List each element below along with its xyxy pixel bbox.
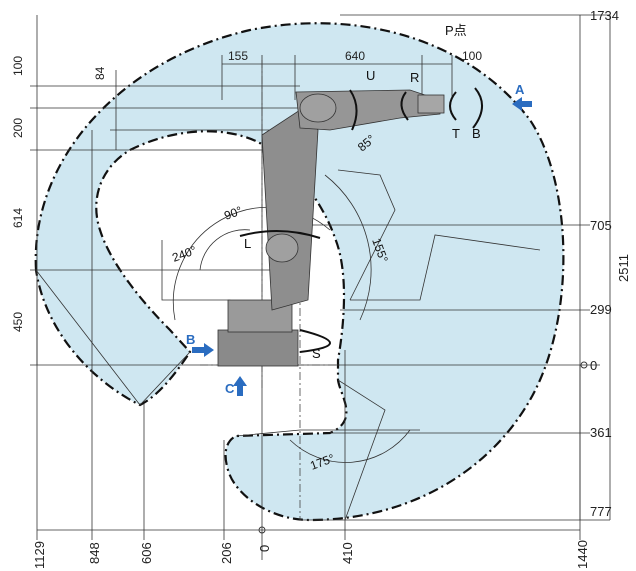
dim-left-614: 614 [11, 208, 25, 228]
dimension-markers [258, 361, 588, 534]
elbow-joint [299, 93, 337, 123]
robot-base [217, 329, 299, 367]
robot-arm [217, 89, 445, 367]
dim-bottom-1129: 1129 [32, 541, 47, 569]
view-b-arrow [192, 343, 214, 357]
view-c-arrow [233, 376, 247, 396]
view-c-label: C [225, 381, 235, 396]
work-envelope [34, 22, 565, 522]
axis-label-u: U [366, 68, 375, 83]
angle-240: 240° [170, 243, 198, 265]
dim-top-155: 155 [228, 49, 248, 63]
view-a-arrow [512, 97, 532, 111]
t-axis-rotation [449, 91, 457, 121]
dim-bottom-606: 606 [139, 542, 154, 564]
dim-bottom-410: 410 [340, 542, 355, 564]
dim-right-1734: 1734 [590, 8, 619, 23]
view-b-label: B [186, 332, 195, 347]
dim-right-777: 777 [590, 504, 612, 519]
rotation-arrows [239, 87, 483, 353]
angle-90: 90° [222, 203, 244, 222]
shoulder-joint [265, 233, 299, 263]
dim-top-640: 640 [345, 49, 365, 63]
dim-bottom-1440: 1440 [575, 540, 590, 569]
dim-bottom-0: 0 [257, 545, 272, 552]
s-axis-rotation [299, 329, 331, 353]
point-p-label: P点 [445, 23, 467, 38]
dim-bottom-848: 848 [87, 542, 102, 564]
dim-left-100: 100 [11, 56, 25, 76]
view-a-label: A [515, 82, 525, 97]
b-axis-rotation [472, 87, 483, 129]
l-axis-rotation [239, 230, 321, 239]
axis-label-r: R [410, 70, 419, 85]
axis-label-t: T [452, 126, 460, 141]
axis-label-b: B [472, 126, 481, 141]
dim-right-total-2511: 2511 [616, 254, 631, 282]
dim-left-450: 450 [11, 312, 25, 332]
r-axis-rotation [400, 91, 409, 121]
dim-right-705: 705 [590, 218, 612, 233]
axis-label-l: L [244, 236, 251, 251]
dim-right-0: 0 [590, 358, 597, 373]
dim-bottom-206: 206 [219, 542, 234, 564]
dim-right-361: 361 [590, 425, 612, 440]
axis-label-s: S [312, 346, 321, 361]
wrist [417, 94, 445, 114]
lower-arm [261, 109, 319, 311]
dim-right-299: 299 [590, 302, 612, 317]
u-axis-rotation [349, 89, 358, 131]
dim-left-200: 200 [11, 118, 25, 138]
dim-left-84: 84 [93, 66, 107, 80]
dim-top-100: 100 [462, 49, 482, 63]
view-arrows [192, 97, 532, 396]
